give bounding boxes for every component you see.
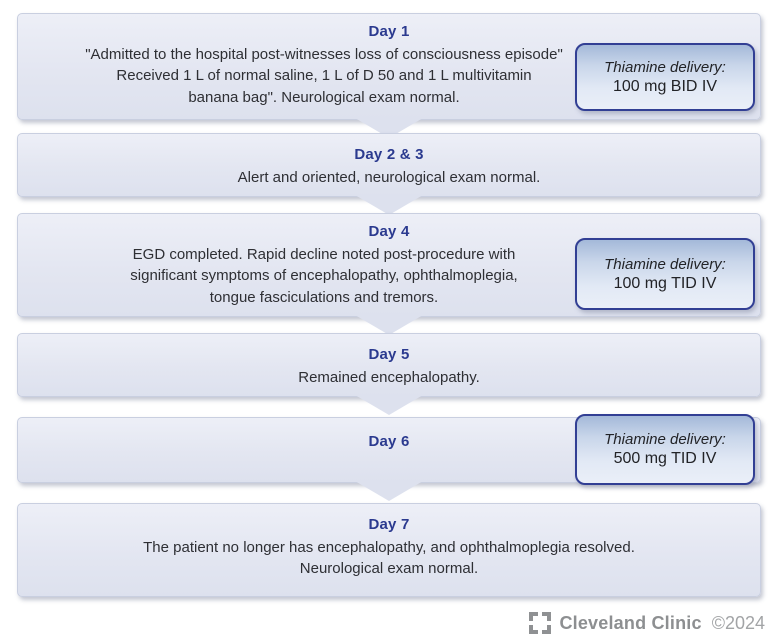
thiamine-callout-label: Thiamine delivery: [604,431,726,448]
thiamine-callout-day-4: Thiamine delivery: 100 mg TID IV [575,238,755,310]
timeline-step-day-5: Day 5 Remained encephalopathy. [17,333,761,415]
timeline-step-day-4: Day 4 EGD completed. Rapid decline noted… [17,213,761,335]
thiamine-callout-label: Thiamine delivery: [604,255,726,273]
down-arrow-icon [355,481,423,501]
down-arrow-icon [355,395,423,415]
timeline-step-day-1: Day 1 "Admitted to the hospital post-wit… [17,13,761,138]
timeline-step-day-6: Day 6 Thiamine delivery: 500 mg TID IV [17,414,761,501]
thiamine-callout-value: 100 mg BID IV [612,77,718,95]
thiamine-callout-label: Thiamine delivery: [604,58,726,76]
step-heading: Day 6 [368,433,410,450]
step-description: The patient no longer has encephalopathy… [143,539,635,578]
thiamine-callout-day-1: Thiamine delivery: 100 mg BID IV [575,43,755,111]
step-heading: Day 2 & 3 [354,146,424,163]
down-arrow-icon [355,315,423,335]
step-description: EGD completed. Rapid decline noted post-… [130,246,518,306]
step-heading: Day 1 [368,23,410,40]
step-heading: Day 5 [368,346,410,363]
thiamine-callout-day-6: Thiamine delivery: 500 mg TID IV [575,414,755,485]
step-description: Alert and oriented, neurological exam no… [237,169,541,186]
thiamine-callout-value: 100 mg TID IV [613,274,717,292]
step-description: "Admitted to the hospital post-witnesses… [85,46,563,106]
thiamine-callout-value: 500 mg TID IV [613,450,717,467]
brand-name: Cleveland Clinic [559,612,702,633]
step-heading: Day 4 [368,223,410,240]
step-heading: Day 7 [368,516,410,533]
down-arrow-icon [355,195,423,215]
copyright-year: ©2024 [711,612,765,633]
cleveland-clinic-logo-icon [528,611,552,635]
step-description: Remained encephalopathy. [298,369,480,386]
timeline-step-day-2-3: Day 2 & 3 Alert and oriented, neurologic… [17,133,761,215]
timeline-step-day-7: Day 7 The patient no longer has encephal… [17,503,761,597]
attribution: Cleveland Clinic ©2024 [528,611,765,635]
